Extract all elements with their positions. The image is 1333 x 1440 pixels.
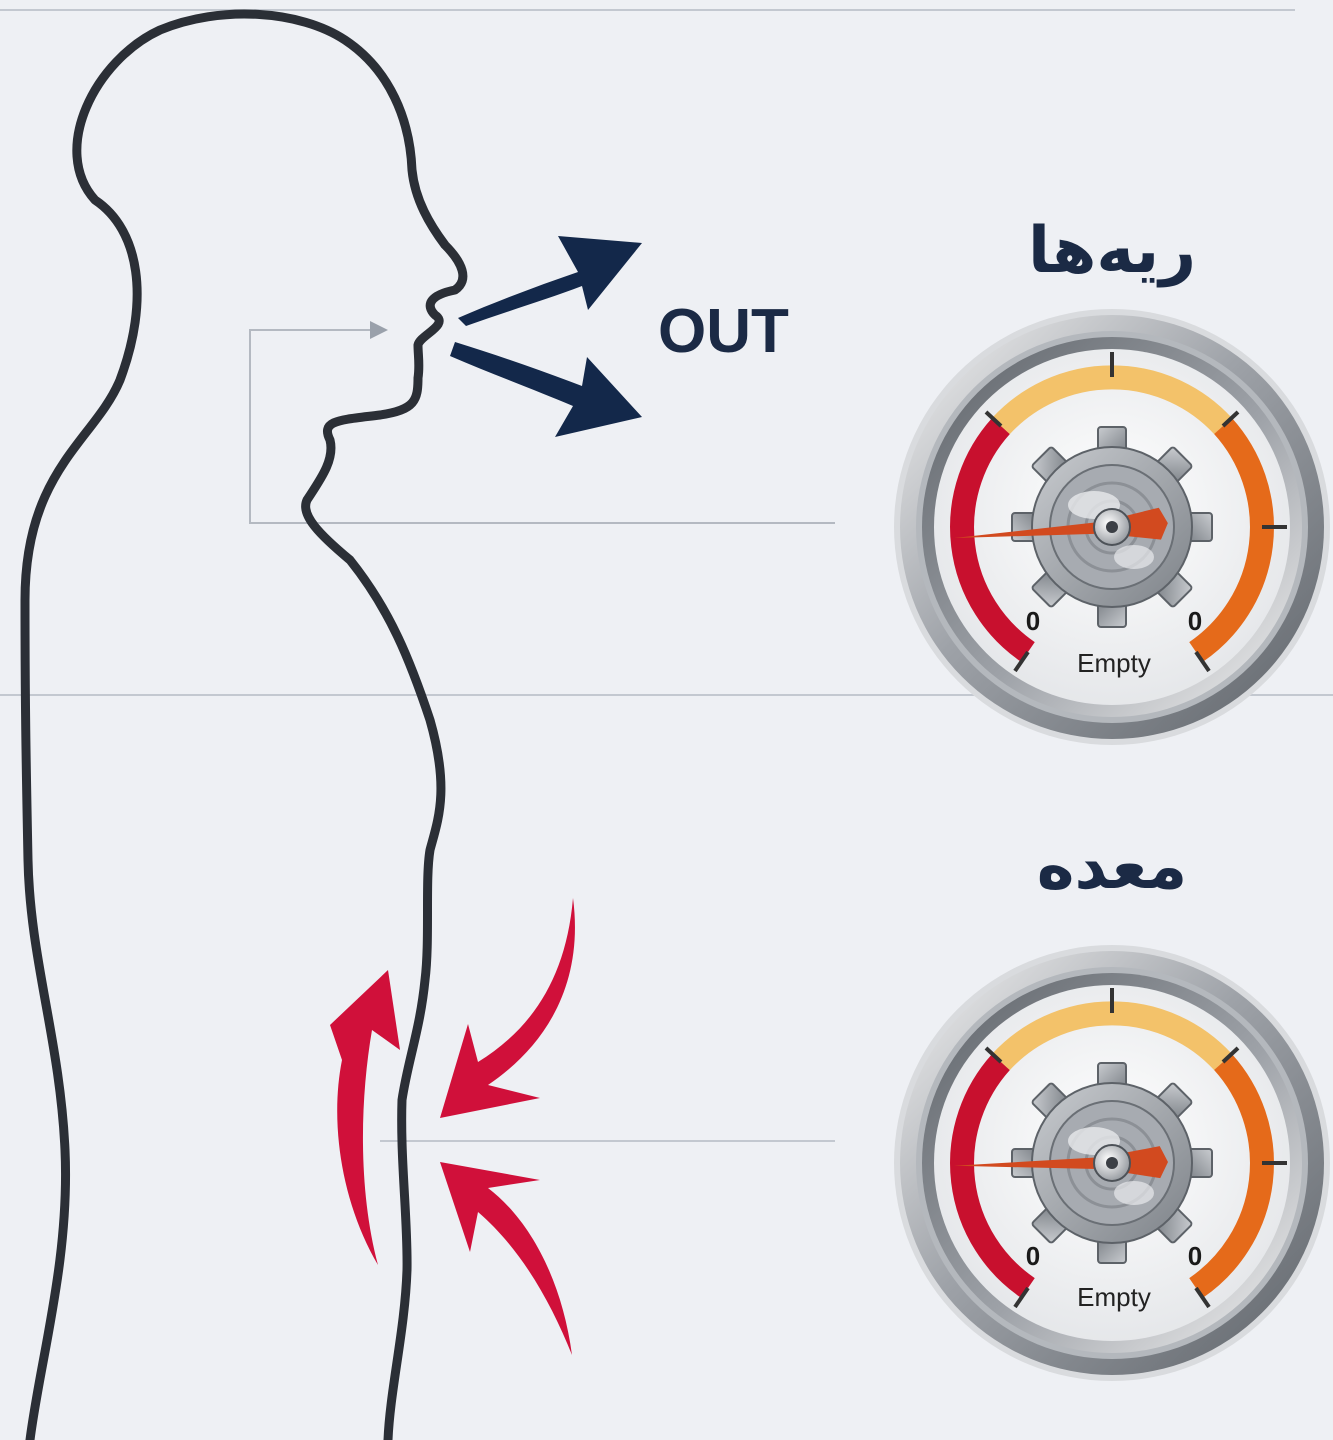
lungs-gauge: ریه‌ها 0 0 Empty (894, 214, 1330, 745)
stomach-gauge-title: معده (1037, 830, 1188, 904)
lungs-gauge-title: ریه‌ها (1028, 214, 1196, 288)
leader-arrowhead-icon (370, 321, 388, 339)
compression-arrow-lower-right-icon (440, 1162, 572, 1355)
compression-arrow-left-icon (330, 970, 400, 1265)
exhale-arrow-upper-icon (458, 236, 642, 326)
out-label: OUT (658, 297, 789, 366)
lungs-min-label: 0 (1026, 606, 1040, 636)
exhale-arrow-lower-icon (450, 342, 642, 437)
compression-arrow-upper-right-icon (440, 898, 575, 1118)
stomach-min-label: 0 (1026, 1241, 1040, 1271)
lungs-status-label: Empty (1077, 648, 1151, 678)
compression-arrows (330, 898, 575, 1355)
stomach-max-label: 0 (1188, 1241, 1202, 1271)
body-silhouette (25, 14, 463, 1440)
stomach-status-label: Empty (1077, 1282, 1151, 1312)
stomach-gauge: معده 0 0 Empty (894, 830, 1330, 1381)
lungs-max-label: 0 (1188, 606, 1202, 636)
exhale-arrows (450, 236, 642, 437)
